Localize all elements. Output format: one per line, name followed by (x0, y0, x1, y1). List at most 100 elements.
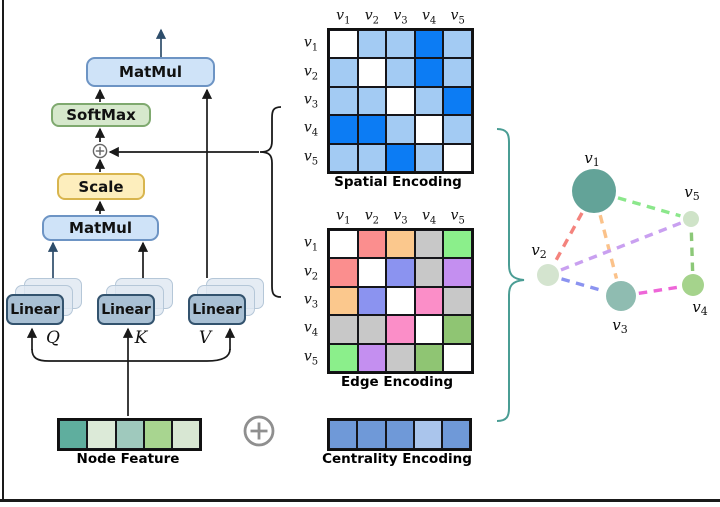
matrix-cell (414, 86, 444, 116)
matrix-cell (443, 286, 472, 316)
matrices-brace (259, 106, 282, 298)
matrix-cell (414, 230, 444, 259)
graph-edge-v2-v5 (560, 221, 682, 272)
matrix-cell (443, 86, 472, 116)
feature-cell (329, 420, 358, 449)
matrix-cell (386, 315, 415, 344)
matrix-cell (357, 30, 387, 59)
feature-cell (413, 420, 443, 449)
feature-cell (59, 420, 88, 449)
matrix-col-header: v5 (450, 207, 465, 227)
matrix-cell (357, 143, 387, 172)
graph-node-label-v2: v2 (531, 241, 546, 261)
matrix-cell (414, 30, 444, 59)
feature-cell (143, 420, 173, 449)
matrix-cell (386, 115, 415, 144)
matrix-cell (443, 30, 472, 59)
matrix-col-header: v3 (393, 207, 408, 227)
matrix-row-header: v3 (303, 91, 319, 111)
matrix-col-header: v2 (364, 7, 380, 27)
matrix-cell (329, 230, 358, 259)
matrix-cell (357, 286, 387, 316)
q-label: Q (46, 328, 60, 348)
graph-edge-v3-v4 (638, 285, 680, 295)
matrix-row-header: v1 (303, 234, 319, 254)
v-label: V (198, 328, 212, 348)
graph-node-label-v4: v4 (692, 298, 707, 318)
figure-border-left (2, 0, 4, 501)
matrix-col-header: v1 (336, 7, 351, 27)
matrix-cell (329, 115, 358, 144)
matrix-cell (443, 143, 472, 172)
matrix-cell (329, 58, 358, 87)
matrix-cell (386, 30, 415, 59)
matrix-cell (443, 58, 472, 87)
graph-edges (553, 196, 695, 295)
matrix-cell (414, 143, 444, 172)
matrix-cell (386, 230, 415, 259)
matrix-cell (329, 315, 358, 344)
matrix-cell (443, 115, 472, 144)
graph-edge-v2-v3 (561, 277, 605, 293)
feature-cell (385, 420, 414, 449)
matrix-cell (414, 58, 444, 87)
k-label: K (134, 328, 148, 348)
matrix-col-header: v5 (450, 7, 465, 27)
graph-node-v4 (682, 274, 704, 296)
matrix-cell (357, 58, 387, 87)
matrix-col-header: v4 (421, 7, 437, 27)
node-feature-row (57, 418, 203, 451)
plus-operator-icon (243, 415, 275, 447)
input-branch-curve (31, 348, 231, 362)
matrix-col-header: v3 (393, 7, 408, 27)
matrix-cell (443, 258, 472, 287)
matmul-top-block: MatMul (86, 57, 215, 87)
figure-border-bottom (0, 499, 720, 502)
plus-circle-icon (92, 143, 108, 159)
matrix-cell (414, 315, 444, 344)
matrix-row-header: v2 (303, 63, 319, 82)
graph-node-label-v5: v5 (684, 183, 699, 203)
matrix-cell (386, 143, 415, 172)
matrix-cell (357, 343, 387, 372)
graph-edge-v1-v5 (617, 196, 681, 218)
matrix-row-header: v1 (303, 34, 319, 54)
matrix-row-header: v4 (303, 119, 319, 139)
matrix-cell (357, 258, 387, 287)
matrix-cell (443, 343, 472, 372)
matrix-cell (386, 343, 415, 372)
matmul-bottom-block: MatMul (42, 215, 159, 241)
graph-edge-v1-v3 (598, 214, 619, 280)
graph-brace (496, 128, 525, 422)
graph-nodes (537, 169, 704, 311)
feature-cell (115, 420, 144, 449)
matrix-grid (327, 28, 474, 174)
matrix-grid (327, 228, 474, 374)
matrix-cell (329, 143, 358, 172)
centrality-encoding-row (327, 418, 473, 451)
matrix-cell (329, 30, 358, 59)
spatial-encoding-title: Spatial Encoding (334, 174, 462, 190)
matrix-cell (386, 58, 415, 87)
graph-edge-v1-v2 (553, 212, 584, 264)
matrix-row-header: v2 (303, 263, 319, 282)
feature-cell (172, 420, 201, 449)
matrix-row-header: v5 (303, 148, 319, 168)
graph-node-label-v3: v3 (612, 316, 627, 336)
linear-v-block: Linear (188, 294, 246, 325)
matrix-cell (329, 86, 358, 116)
matrix-row-header: v5 (303, 348, 319, 368)
matrix-cell (414, 343, 444, 372)
matrix-cell (357, 86, 387, 116)
matrix-cell (443, 315, 472, 344)
matrix-cell (414, 286, 444, 316)
matrix-cell (357, 115, 387, 144)
matrix-col-header: v1 (336, 207, 351, 227)
matrix-cell (329, 258, 358, 287)
matrix-cell (357, 230, 387, 259)
matrix-cell (329, 286, 358, 316)
matrix-cell (443, 230, 472, 259)
matrix-cell (414, 115, 444, 144)
